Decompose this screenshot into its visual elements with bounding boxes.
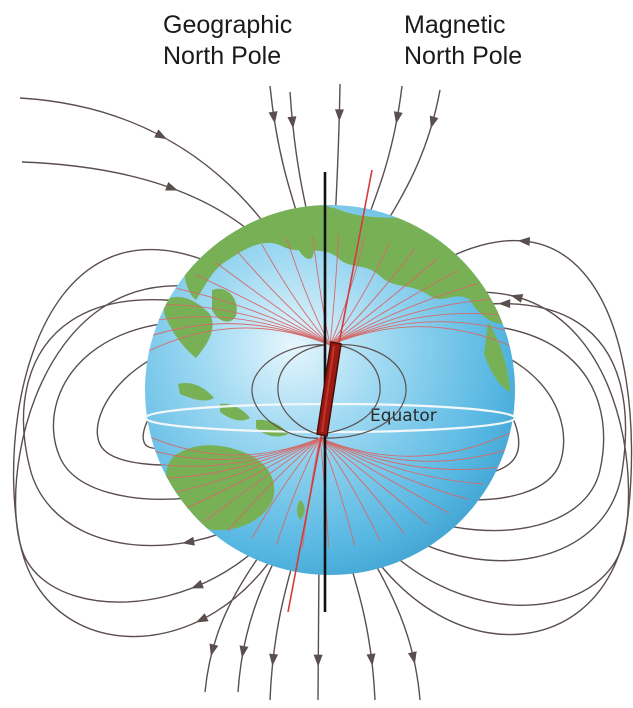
field-line-arrow-icon [268, 111, 278, 124]
inner-field-line-bottom [319, 437, 381, 542]
inner-field-line-top [329, 313, 508, 346]
field-line-arrow-icon [191, 579, 204, 589]
inner-field-line-top [237, 251, 331, 346]
field-line-left-2 [14, 285, 331, 603]
geographic-north-pole-label: Geographic North Pole [163, 10, 292, 72]
inner-field-line-bottom [319, 437, 449, 514]
bar-magnet-icon [316, 341, 342, 437]
inner-field-line-bottom [319, 430, 515, 457]
inner-field-line-bottom [227, 437, 321, 532]
field-line-arrow-icon [366, 653, 376, 666]
geographic-label-line1: Geographic [163, 11, 293, 39]
inner-field-line-top [312, 235, 331, 346]
inner-field-line-top [215, 261, 331, 346]
inner-field-line-top [145, 323, 331, 346]
inner-field-line-bottom [151, 437, 321, 480]
field-line-arrow-icon [269, 653, 279, 666]
field-lines-near-magnet [251, 344, 407, 439]
inner-field-line-bottom [319, 437, 428, 525]
inner-field-line-top [329, 283, 478, 346]
field-line-arrow-icon [517, 236, 531, 246]
field-line-arrow-icon [407, 651, 417, 664]
equator-label: Equator [370, 406, 437, 426]
inner-field-line-top [329, 235, 340, 346]
magnetic-label-line1: Magnetic [404, 11, 506, 39]
field-line-arrow-icon [195, 613, 209, 623]
inner-field-line-bottom [319, 437, 498, 470]
field-line-arrow-icon [154, 129, 167, 140]
inner-field-line-top [329, 326, 515, 353]
field-line-arrow-icon [209, 643, 219, 657]
field-line-arrow-icon [313, 654, 323, 667]
inner-field-line-bottom [251, 437, 321, 540]
inner-field-line-top [261, 243, 331, 346]
inner-field-line-top [329, 258, 438, 346]
magnetic-label-line2: North Pole [404, 42, 523, 70]
inner-field-line-top [194, 273, 331, 346]
field-line-arrow-icon [182, 536, 195, 546]
inner-field-line-bottom [319, 437, 356, 546]
inner-field-line-top [176, 288, 331, 346]
field-line-arrow-icon [393, 111, 403, 124]
field-line-arrow-icon [165, 182, 178, 191]
inner-field-line-bottom [319, 437, 509, 462]
field-line-arrow-icon [239, 645, 249, 658]
inner-field-line-top [329, 298, 494, 346]
magnetic-north-pole-label: Magnetic North Pole [404, 10, 522, 72]
inner-field-line-top [145, 327, 331, 360]
inner-field-line-top [329, 241, 391, 346]
inner-field-line-top [329, 321, 515, 346]
inner-field-line-bottom [205, 437, 321, 522]
field-line-arrow-icon [287, 116, 297, 129]
inner-field-line-top [161, 303, 331, 346]
inner-field-line-bottom [184, 437, 321, 510]
inner-field-line-bottom [319, 437, 405, 535]
geographic-label-line2: North Pole [163, 42, 282, 70]
inner-field-line-top [329, 248, 415, 346]
inner-field-line-bottom [319, 437, 468, 500]
field-line-arrow-icon [498, 299, 511, 309]
inner-field-line-top [148, 316, 331, 346]
field-line-arrow-icon [429, 115, 439, 129]
inner-field-line-bottom [166, 437, 321, 495]
field-line-arrow-icon [510, 294, 524, 303]
inner-field-line-bottom [276, 437, 321, 545]
field-line-arrow-icon [335, 109, 345, 122]
inner-field-line-bottom [319, 437, 484, 485]
inner-field-line-top [329, 269, 459, 346]
